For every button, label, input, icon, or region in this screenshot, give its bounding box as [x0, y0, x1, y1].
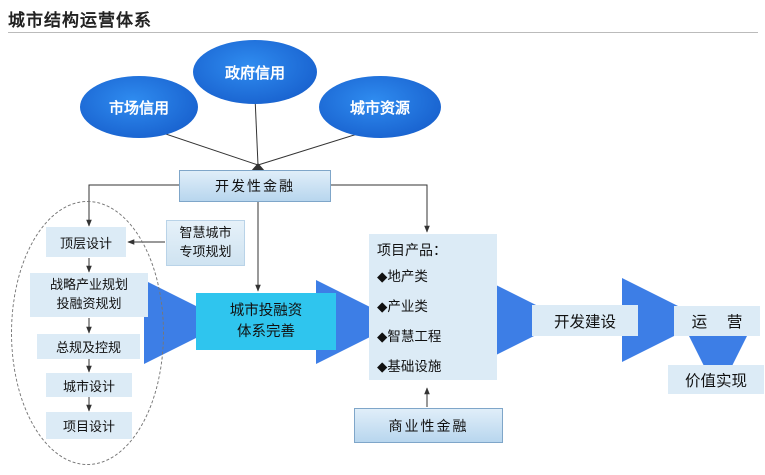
master-plan-box: 总规及控规 [37, 334, 140, 359]
project-design-box: 项目设计 [46, 412, 132, 439]
investment-line1: 城市投融资 [229, 302, 303, 319]
smart-city-box: 智慧城市 专项规划 [166, 220, 245, 266]
top-design-box: 顶层设计 [46, 227, 126, 257]
project-products-box: 项目产品： ◆地产类 ◆产业类 ◆智慧工程 ◆基础设施 [369, 234, 497, 380]
planning-ellipse [11, 201, 164, 465]
strategy-line2: 投融资规划 [56, 297, 122, 312]
investment-line2: 体系完善 [237, 323, 295, 340]
product-item: ◆产业类 [377, 299, 428, 315]
urban-design-box: 城市设计 [46, 373, 132, 397]
commercial-finance-box: 商业性金融 [354, 408, 503, 443]
gov-credit-line [254, 96, 259, 166]
market-credit-oval: 市场信用 [80, 76, 198, 138]
to-products-arrow [330, 184, 430, 233]
smart-city-line1: 智慧城市 [179, 226, 232, 241]
development-box: 开发建设 [532, 305, 638, 336]
title-divider [8, 32, 758, 33]
product-item: ◆智慧工程 [377, 329, 442, 345]
strategy-planning-box: 战略产业规划 投融资规划 [30, 273, 148, 317]
products-heading: 项目产品： [377, 243, 447, 259]
dev-finance-box: 开发性金融 [179, 170, 331, 202]
strategy-line1: 战略产业规划 [49, 278, 128, 293]
operation-box: 运 营 [674, 306, 760, 336]
product-item: ◆基础设施 [377, 359, 442, 375]
value-realization-box: 价值实现 [668, 365, 764, 394]
investment-system-box: 城市投融资 体系完善 [196, 293, 336, 350]
gov-credit-oval: 政府信用 [193, 40, 317, 104]
page-title: 城市结构运营体系 [8, 11, 152, 31]
smart-city-line2: 专项规划 [179, 245, 232, 260]
product-item: ◆地产类 [377, 269, 428, 285]
city-resources-oval: 城市资源 [319, 76, 441, 138]
convergence-node [251, 163, 265, 171]
